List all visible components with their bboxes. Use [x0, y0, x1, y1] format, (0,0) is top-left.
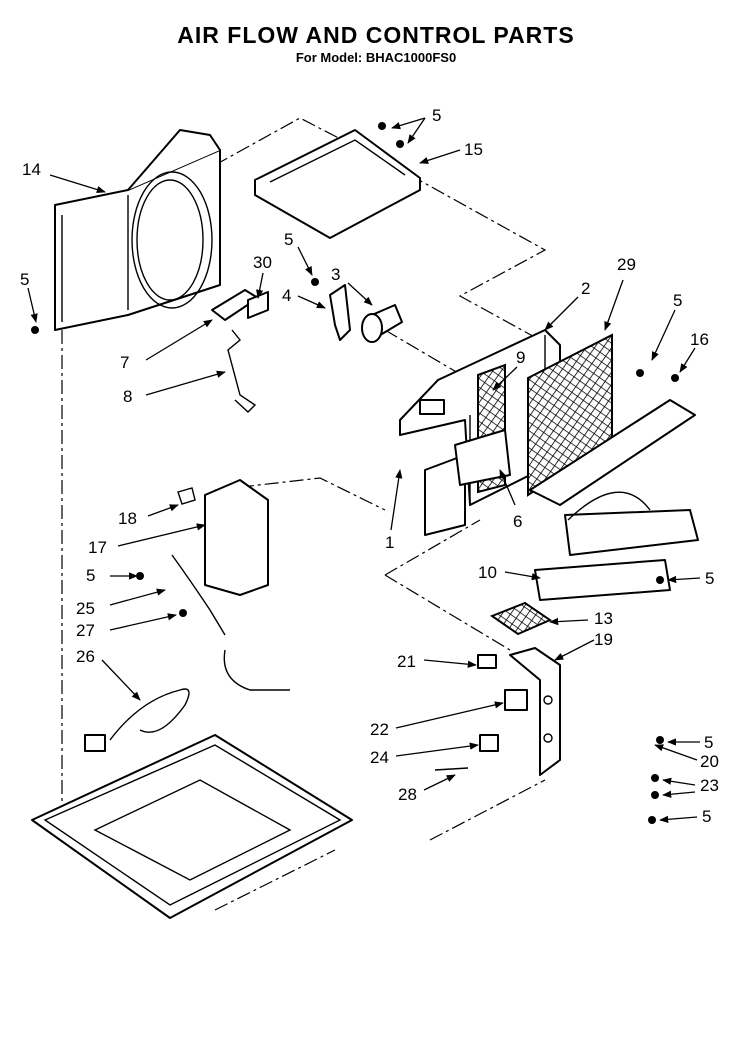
callout-30: 30: [253, 253, 272, 272]
control-bracket-group: [211, 289, 269, 413]
top-cover-tray: [254, 129, 421, 239]
callout-9: 9: [516, 348, 525, 367]
callout-5: 5: [704, 733, 713, 752]
callout-21: 21: [397, 652, 416, 671]
callout-20: 20: [700, 752, 719, 771]
switch-plate: [454, 429, 511, 486]
base-pan: [31, 734, 353, 919]
callout-1: 1: [385, 533, 394, 552]
callout-5: 5: [702, 807, 711, 826]
callout-29: 29: [617, 255, 636, 274]
callout-3: 3: [331, 265, 340, 284]
callout-5: 5: [20, 270, 29, 289]
electrical-mounting-plate: [177, 479, 269, 596]
control-panel-bracket: [509, 647, 561, 776]
model-subtitle: For Model: BHAC1000FS0: [295, 50, 457, 65]
callout-19: 19: [594, 630, 613, 649]
callout-5: 5: [284, 230, 293, 249]
blower-housing-panel: [54, 129, 221, 331]
callout-6: 6: [513, 512, 522, 531]
callout-27: 27: [76, 621, 95, 640]
callout-5: 5: [705, 569, 714, 588]
power-cord-wiring: [84, 554, 290, 752]
callout-13: 13: [594, 609, 613, 628]
callout-28: 28: [398, 785, 417, 804]
diagram-title: AIR FLOW AND CONTROL PARTS: [177, 22, 575, 48]
callout-22: 22: [370, 720, 389, 739]
callout-25: 25: [76, 599, 95, 618]
capacitor-assembly: [329, 284, 403, 343]
callout-24: 24: [370, 748, 389, 767]
callout-23: 23: [700, 776, 719, 795]
callout-5: 5: [432, 106, 441, 125]
callout-labels: 5 15 14 5 5 30 3 4 2 29 5 16 9 7 8 6 1 1…: [20, 106, 719, 826]
callout-5: 5: [86, 566, 95, 585]
callout-17: 17: [88, 538, 107, 557]
callout-4: 4: [282, 286, 291, 305]
callout-16: 16: [690, 330, 709, 349]
callout-5: 5: [673, 291, 682, 310]
drain-pan-assembly: [529, 399, 699, 601]
callout-7: 7: [120, 353, 129, 372]
callout-14: 14: [22, 160, 41, 179]
screw-fasteners: [31, 122, 679, 824]
callout-8: 8: [123, 387, 132, 406]
callout-18: 18: [118, 509, 137, 528]
insulation-pad: [489, 601, 553, 636]
callout-leaders: [27, 117, 701, 823]
callout-15: 15: [464, 140, 483, 159]
control-switch-group: [434, 654, 528, 771]
callout-26: 26: [76, 647, 95, 666]
callout-10: 10: [478, 563, 497, 582]
callout-2: 2: [581, 279, 590, 298]
